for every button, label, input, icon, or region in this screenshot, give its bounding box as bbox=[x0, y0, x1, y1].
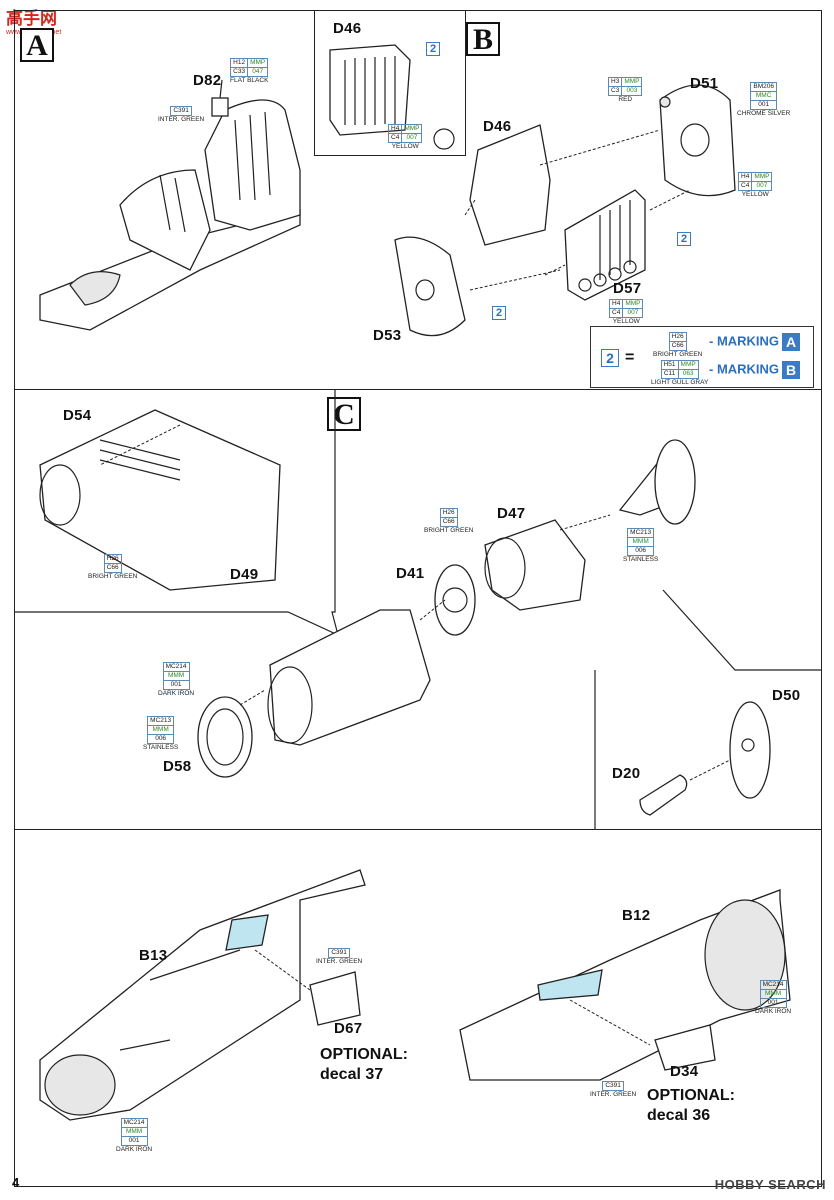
optional-b13-line1: OPTIONAL: bbox=[320, 1046, 408, 1063]
color-inter-green-b13: C391 INTER. GREEN bbox=[316, 948, 363, 965]
part-d54: D54 bbox=[63, 407, 92, 424]
part-d67: D67 bbox=[334, 1020, 363, 1037]
color-inter-green-a: C391 INTER. GREEN bbox=[158, 106, 205, 123]
part-d20: D20 bbox=[612, 765, 641, 782]
optional-b13-line2: decal 37 bbox=[320, 1066, 384, 1083]
step-a-badge: A bbox=[20, 28, 54, 62]
part-b13: B13 bbox=[139, 947, 168, 964]
part-d47: D47 bbox=[497, 505, 526, 522]
page-number: 4 bbox=[12, 1175, 20, 1190]
d50-divider bbox=[662, 589, 822, 671]
optional-b12-line1: OPTIONAL: bbox=[647, 1087, 735, 1104]
panel-a bbox=[14, 10, 822, 390]
hobby-search-logo: HOBBY SEARCH bbox=[714, 1177, 826, 1192]
inset-divider bbox=[14, 390, 339, 637]
legend-num: 2 bbox=[601, 349, 619, 367]
part-d49: D49 bbox=[230, 566, 259, 583]
part-d34: D34 bbox=[670, 1063, 699, 1080]
part-d41: D41 bbox=[396, 565, 425, 582]
ref-2-d57: 2 bbox=[677, 232, 691, 246]
optional-b12-line2: decal 36 bbox=[647, 1107, 711, 1124]
part-d51: D51 bbox=[690, 75, 719, 92]
part-d53: D53 bbox=[373, 327, 402, 344]
step-b-badge: B bbox=[466, 22, 500, 56]
ref-2-d46: 2 bbox=[426, 42, 440, 56]
panel-d bbox=[14, 829, 822, 1187]
fuselage-halves-drawing bbox=[39, 869, 791, 1121]
panel-c bbox=[14, 390, 822, 830]
d50-d20-drawing bbox=[639, 701, 771, 816]
part-d82: D82 bbox=[193, 72, 222, 89]
step-c-badge: C bbox=[327, 397, 361, 431]
part-d46-inset: D46 bbox=[333, 20, 362, 37]
cockpit-tub-drawing bbox=[39, 79, 301, 331]
color-inter-green-b12: C391 INTER. GREEN bbox=[590, 1081, 637, 1098]
ref-2-d53: 2 bbox=[492, 306, 506, 320]
optional-note-b13: OPTIONAL: decal 37 bbox=[320, 1045, 408, 1085]
legend-eq: = bbox=[625, 349, 635, 366]
tail-parts-drawing bbox=[394, 84, 736, 337]
part-d57: D57 bbox=[613, 280, 642, 297]
part-d50: D50 bbox=[772, 687, 801, 704]
optional-note-b12: OPTIONAL: decal 36 bbox=[647, 1086, 735, 1126]
exhaust-assembly-drawing bbox=[39, 409, 696, 778]
part-d46: D46 bbox=[483, 118, 512, 135]
watermark-title: 高手网 bbox=[6, 9, 57, 28]
part-b12: B12 bbox=[622, 907, 651, 924]
panel-b-inset-d46 bbox=[314, 10, 466, 156]
part-d58: D58 bbox=[163, 758, 192, 775]
